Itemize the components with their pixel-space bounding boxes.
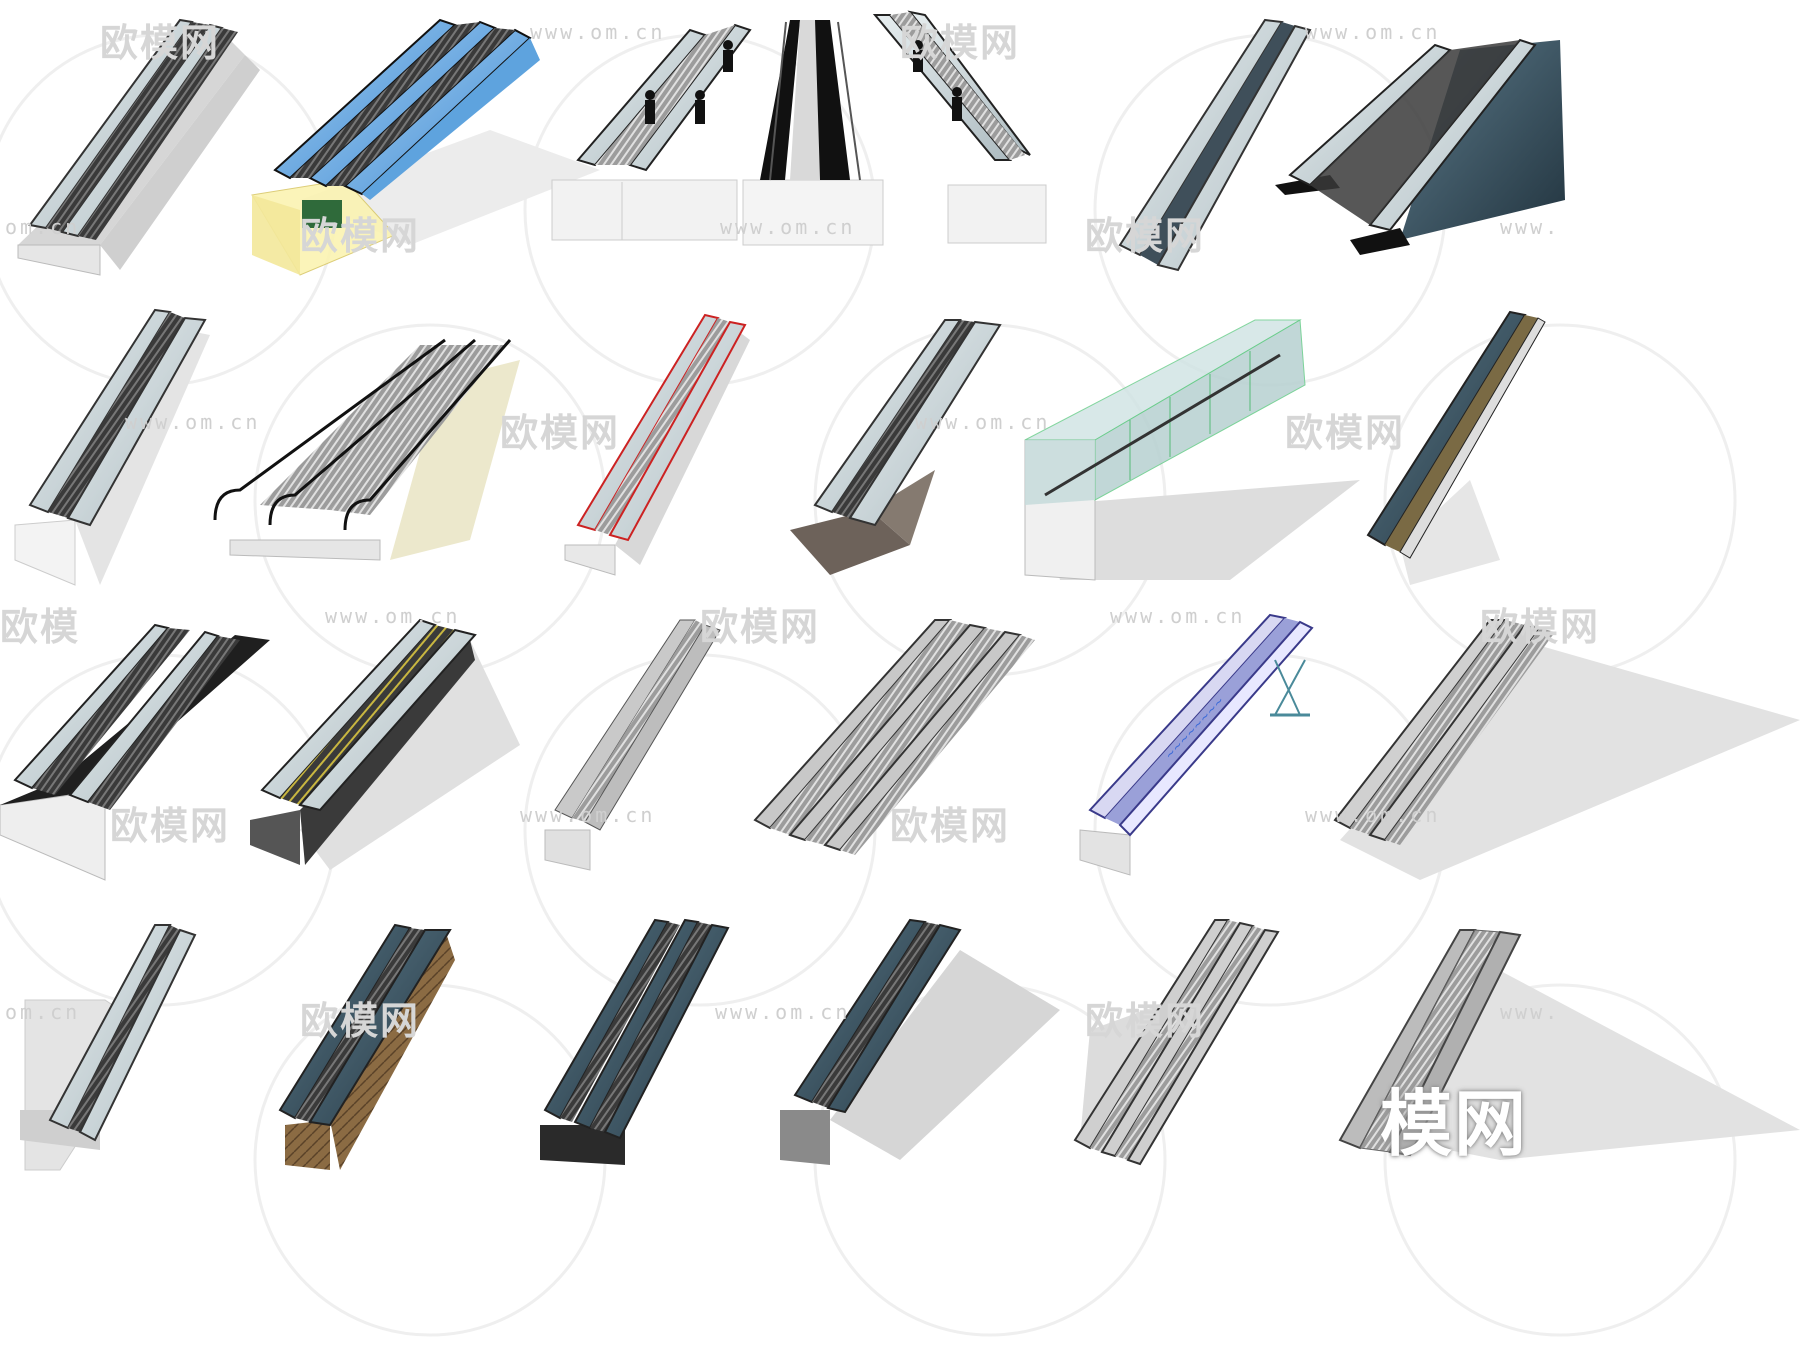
escalator-model-19 — [278, 923, 455, 1170]
escalator-model-22 — [1073, 919, 1280, 1166]
escalator-model-12 — [0, 623, 270, 881]
escalator-model-18 — [20, 924, 197, 1171]
escalator-model-9 — [790, 319, 1002, 575]
escalator-model-13 — [250, 618, 520, 870]
escalator-model-5 — [1275, 38, 1565, 255]
escalator-model-1 — [17, 18, 260, 276]
escalator-model-16: ~~~~~~~~ — [1079, 613, 1314, 876]
escalator-model-8 — [564, 313, 750, 576]
escalator-model-3 — [551, 10, 1047, 246]
escalator-model-15 — [753, 619, 1035, 855]
escalator-model-11 — [1366, 310, 1546, 585]
escalator-model-4 — [1118, 18, 1312, 272]
escalator-model-14 — [544, 619, 721, 871]
escalator-model-10 — [1024, 319, 1360, 581]
escalator-model-6 — [14, 308, 210, 586]
escalator-model-23 — [1338, 929, 1800, 1160]
escalator-model-17 — [1333, 619, 1800, 880]
escalator-model-2 — [251, 18, 600, 276]
escalator-model-21 — [780, 918, 1060, 1165]
escalator-model-7 — [213, 338, 520, 561]
escalator-model-20 — [540, 918, 730, 1165]
